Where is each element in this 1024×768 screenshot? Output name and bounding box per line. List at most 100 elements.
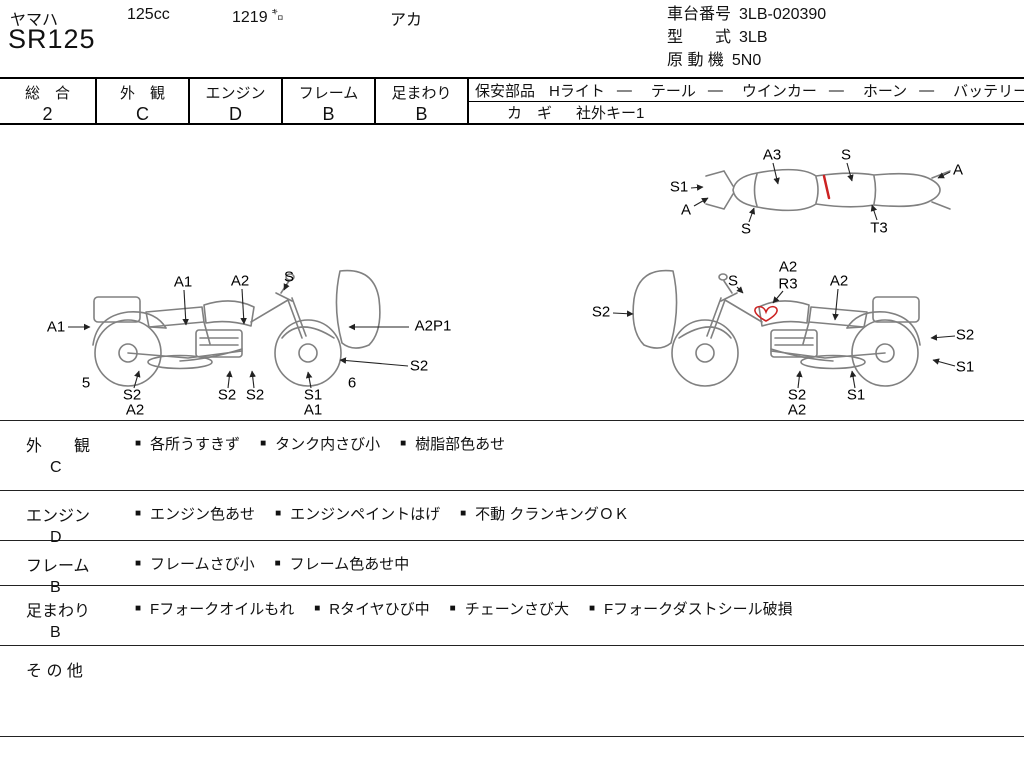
comment-section-label: 足まわり B (0, 586, 135, 645)
comment-item: ■樹脂部色あせ (400, 433, 505, 454)
comment-item: ■ フレームさび小 (135, 553, 255, 574)
damage-code-label: A2 (779, 259, 797, 276)
bullet-icon: ■ (274, 557, 281, 569)
damage-code-label: S2 (410, 358, 428, 375)
annotation-leader-line (690, 184, 704, 191)
comment-item: ■エンジン色あせ (135, 503, 255, 524)
grade-exterior: 外 観 C (97, 79, 190, 124)
mileage-unit: ㌔ (271, 8, 284, 22)
bullet-icon: ■ (460, 507, 467, 519)
comment-text: Fフォークオイルもれ (150, 601, 295, 618)
damage-code-label: S (284, 269, 294, 286)
comment-text: タンク内さび小 (275, 436, 381, 453)
section-grade: B (50, 624, 61, 641)
annotation-leader-line (930, 334, 956, 341)
annotation-leader-line (182, 289, 189, 326)
annotation-leader-line (796, 370, 803, 389)
comment-items: ■Fフォークオイルもれ■Rタイヤひび中■チェーンさび大■Fフォークダストシール破… (135, 586, 1024, 645)
annotation-leader-line (226, 370, 233, 389)
damage-code-label: T3 (870, 220, 888, 237)
damage-code-label: A1 (47, 319, 65, 336)
comment-item: ■フレーム色あせ中 (275, 553, 410, 574)
key-row: カ ギ 社外キー1 (469, 102, 1024, 123)
comment-item: ■Fフォークダストシール破損 (589, 598, 793, 619)
comment-items: ■各所うすきず ■ タンク内さび小 ■樹脂部色あせ (135, 421, 1024, 490)
safety-parts-title: 保安部品 (475, 82, 536, 100)
key-value: 社外キー1 (576, 105, 645, 122)
top-view-sketch (705, 168, 951, 212)
annotation-leader-line (849, 370, 857, 389)
annotation-leader-line (339, 357, 409, 367)
section-name: 足まわり (26, 603, 91, 620)
chassis-number: 3LB-020390 (739, 6, 827, 23)
safety-part: Hライト— (549, 80, 633, 101)
grade-undercarriage: 足まわり B (376, 79, 469, 124)
safety-part-name: バッテリー (953, 82, 1024, 100)
safety-part: ウインカー— (742, 80, 845, 101)
damage-code-label: S2 (123, 387, 141, 404)
grade-overall-label: 総 合 (24, 85, 70, 102)
comment-text: 各所うすきず (150, 436, 241, 453)
comment-text: フレームさび小 (150, 556, 255, 573)
section-grade: D (50, 529, 62, 546)
red-mark-top-view (822, 174, 831, 200)
grade-undercarriage-label: 足まわり (391, 85, 452, 102)
damage-code-label: A1 (304, 402, 322, 419)
damage-code-label: A2 (788, 402, 806, 419)
safety-part: テール— (651, 80, 724, 101)
damage-code-label: S2 (246, 387, 264, 404)
comment-items: ■エンジン色あせ ■エンジンペイントはげ ■不動 クランキングＯＫ (135, 491, 1024, 540)
annotation-leader-line (932, 358, 956, 367)
safety-part-name: ホーン (862, 82, 908, 100)
safety-part-status: — (919, 81, 936, 99)
grade-overall: 総 合 2 (0, 79, 97, 124)
engine-value: 5N0 (731, 52, 762, 69)
annotation-leader-line (249, 370, 256, 389)
grade-engine-label: エンジン (205, 85, 266, 102)
chassis-number-row: 車台番号 3LB-020390 (667, 3, 826, 26)
grade-exterior-value: C (136, 104, 149, 124)
annotation-leader-line (772, 162, 780, 185)
safety-parts-list: Hライト—テール—ウインカー—ホーン—バッテリー× (549, 80, 1024, 101)
grade-bar: 総 合 2 外 観 C エンジン D フレーム B 足まわり B 保安部品 Hラ… (0, 77, 1024, 125)
bullet-icon: ■ (260, 437, 267, 449)
engine-label: 原 動 機 (667, 52, 724, 69)
bullet-icon: ■ (135, 557, 142, 569)
grade-exterior-label: 外 観 (119, 85, 165, 102)
model-name: SR125 (8, 24, 96, 54)
comment-item: ■エンジンペイントはげ (275, 503, 440, 524)
damage-code-label: S1 (956, 359, 974, 376)
red-heart-mark (754, 305, 778, 322)
body-color: アカ (390, 12, 423, 29)
bullet-icon: ■ (449, 602, 456, 614)
section-name: そ の 他 (26, 663, 83, 680)
comment-item: ■不動 クランキングＯＫ (460, 503, 629, 524)
damage-code-label: S1 (304, 387, 322, 404)
damage-code-label: S2 (592, 304, 610, 321)
grade-overall-value: 2 (42, 104, 53, 124)
safety-part-status: — (828, 81, 845, 99)
damage-code-label: A2 (231, 273, 249, 290)
damage-code-label: A2 (830, 273, 848, 290)
safety-part: ホーン — (863, 80, 935, 101)
comment-section-label: そ の 他 (0, 646, 135, 736)
damage-code-label: S2 (956, 327, 974, 344)
comment-item: ■各所うすきず (135, 433, 240, 454)
type-label: 型 式 (667, 29, 732, 46)
chassis-label: 車台番号 (667, 6, 732, 23)
damage-code-label: S2 (218, 387, 236, 404)
key-label: カ ギ (507, 105, 553, 122)
annotation-leader-line (736, 286, 744, 294)
damage-code-label: S2 (788, 387, 806, 404)
annotation-leader-line (133, 370, 141, 389)
damage-code-label: R3 (778, 276, 797, 293)
comment-row: そ の 他 (0, 645, 1024, 737)
damage-code-label: S (728, 273, 738, 290)
